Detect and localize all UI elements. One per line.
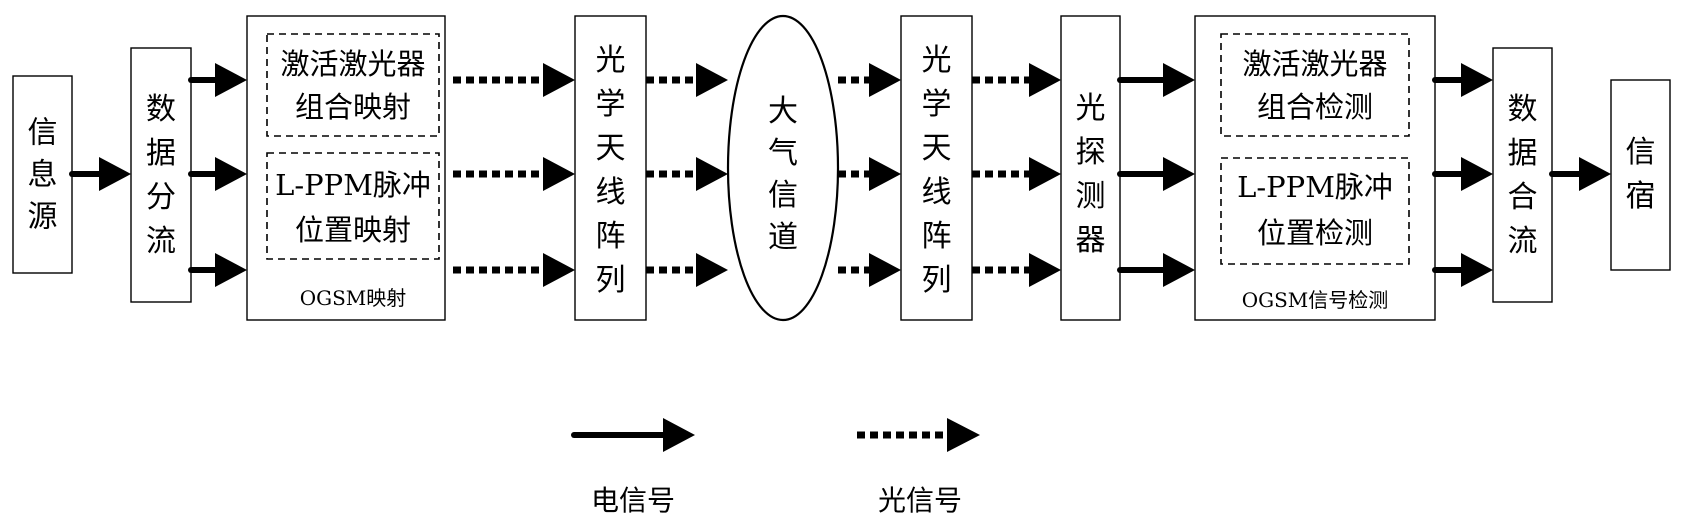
arrow-ogsm_detect-to-merge-2 [1432, 157, 1493, 191]
ppm-position-detection-line1: L-PPM脉冲 [1237, 170, 1393, 204]
data-split-block: 数据分流 [130, 47, 192, 303]
photodetector-label: 光探测器 [1076, 91, 1106, 258]
source-block: 信息源 [12, 75, 73, 274]
photodetector-block: 光探测器 [1060, 15, 1121, 321]
data-merge-block: 数据合流 [1492, 47, 1553, 303]
arrow-channel-to-rx_antenna-2 [838, 157, 901, 191]
laser-combination-mapping-line1: 激活激光器 [280, 47, 425, 81]
ppm-position-mapping-line1: L-PPM脉冲 [275, 168, 431, 202]
sink-label: 信宿 [1626, 135, 1656, 214]
rx-antenna-array-block: 光学天线阵列 [900, 15, 973, 321]
arrow-source-to-split-1 [69, 157, 131, 191]
arrow-tx_antenna-to-channel-1 [646, 63, 728, 97]
source-label: 信息源 [28, 116, 58, 235]
arrow-rx_antenna-to-detector-3 [972, 253, 1061, 287]
sink-block: 信宿 [1610, 79, 1671, 271]
arrow-detector-to-ogsm_detect-3 [1117, 253, 1195, 287]
tx-antenna-array-label: 光学天线阵列 [596, 43, 626, 298]
atmospheric-channel-label: 大气信道 [768, 94, 798, 255]
arrow-ogsm_map-to-tx_antenna-2 [453, 157, 575, 191]
ppm-position-detection-box [1220, 157, 1410, 265]
legend-optical-arrow [857, 418, 980, 452]
legend: 电信号 光信号 [571, 418, 980, 517]
signal-arrows [69, 63, 1611, 287]
rx-antenna-array-label: 光学天线阵列 [922, 43, 952, 298]
arrow-ogsm_detect-to-merge-3 [1432, 253, 1493, 287]
arrow-rx_antenna-to-detector-1 [972, 63, 1061, 97]
arrow-rx_antenna-to-detector-2 [972, 157, 1061, 191]
arrow-ogsm_map-to-tx_antenna-3 [453, 253, 575, 287]
legend-electrical-arrow [571, 418, 695, 452]
ogsm-detection-caption: OGSM信号检测 [1242, 288, 1389, 312]
arrow-tx_antenna-to-channel-2 [646, 157, 728, 191]
tx-antenna-array-block: 光学天线阵列 [574, 15, 647, 321]
ogsm-mapping-caption: OGSM映射 [300, 286, 407, 310]
ogsm-mapping-block: 激活激光器 组合映射 L-PPM脉冲 位置映射 OGSM映射 [246, 15, 446, 321]
arrow-detector-to-ogsm_detect-2 [1117, 157, 1195, 191]
laser-combination-detection-line2: 组合检测 [1257, 90, 1373, 124]
ppm-position-detection-line2: 位置检测 [1257, 216, 1373, 250]
data-split-label: 数据分流 [146, 92, 176, 259]
ppm-position-mapping-box [266, 152, 440, 260]
laser-combination-mapping-box [266, 33, 440, 137]
ogsm-detection-block: 激活激光器 组合检测 L-PPM脉冲 位置检测 OGSM信号检测 [1194, 15, 1436, 321]
arrow-split-to-ogsm_map-3 [188, 253, 247, 287]
atmospheric-channel-block: 大气信道 [726, 14, 840, 322]
arrow-channel-to-rx_antenna-1 [838, 63, 901, 97]
laser-combination-detection-line1: 激活激光器 [1242, 47, 1387, 81]
legend-optical-label: 光信号 [878, 484, 962, 517]
arrow-split-to-ogsm_map-2 [188, 157, 247, 191]
arrow-ogsm_detect-to-merge-1 [1432, 63, 1493, 97]
arrow-detector-to-ogsm_detect-1 [1117, 63, 1195, 97]
laser-combination-detection-box [1220, 33, 1410, 137]
arrow-split-to-ogsm_map-1 [188, 63, 247, 97]
arrow-merge-to-sink-1 [1549, 157, 1611, 191]
ppm-position-mapping-line2: 位置映射 [295, 213, 411, 247]
data-merge-label: 数据合流 [1508, 92, 1538, 259]
arrow-channel-to-rx_antenna-3 [838, 253, 901, 287]
arrow-ogsm_map-to-tx_antenna-1 [453, 63, 575, 97]
arrow-tx_antenna-to-channel-3 [646, 253, 728, 287]
laser-combination-mapping-line2: 组合映射 [295, 90, 411, 124]
legend-electrical-label: 电信号 [591, 484, 675, 517]
